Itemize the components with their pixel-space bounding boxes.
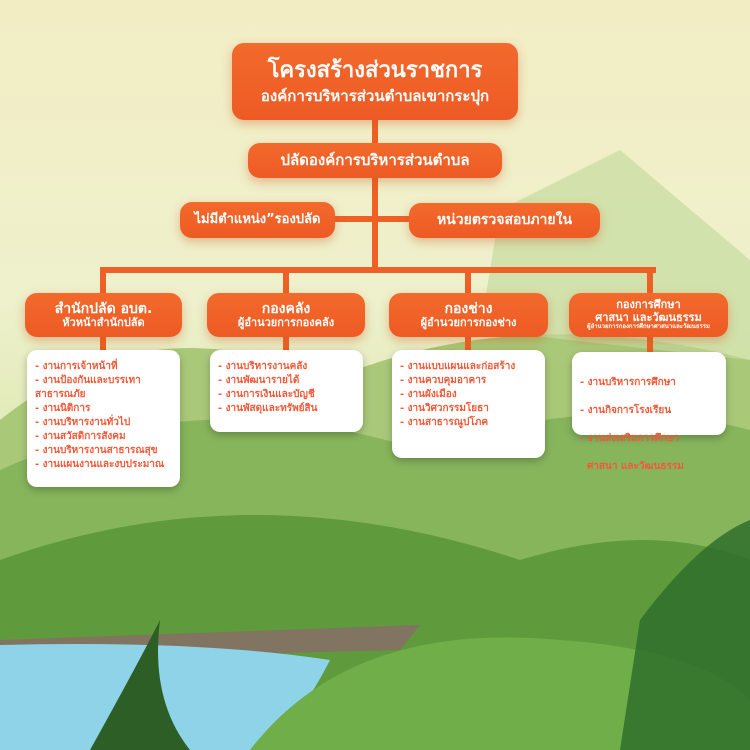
task-item: สาธารณภัย xyxy=(35,389,86,400)
title-line2: องค์การบริหารส่วนตำบลเขากระปุก xyxy=(260,86,490,105)
chief-label: ปลัดองค์การบริหารส่วนตำบล xyxy=(280,150,470,169)
deputy-label: ไม่มีตำแหน่ง”รองปลัด xyxy=(194,211,321,227)
task-item: - งานแบบแผนและก่อสร้าง xyxy=(400,361,516,372)
task-item: - งานบริหารงานสาธารณสุข xyxy=(35,445,158,456)
chief-box: ปลัดองค์การบริหารส่วนตำบล xyxy=(248,143,502,178)
task-item: - งานนิติการ xyxy=(35,403,91,414)
department-box: กองการศึกษา ศาสนา และวัฒนธรรม ผู้อำนวยกา… xyxy=(569,293,728,337)
task-item: - งานควบคุมอาคาร xyxy=(400,375,487,386)
task-item: - งานพัสดุและทรัพย์สิน xyxy=(218,403,318,414)
task-item: - งานบริหารงานทั่วไป xyxy=(35,417,131,428)
title-line1: โครงสร้างส่วนราชการ xyxy=(267,58,483,84)
task-item: - งานป้องกันและบรรเทา xyxy=(35,375,141,386)
task-item: - งานกิจการโรงเรียน xyxy=(580,405,672,416)
department-name-2: ศาสนา และวัฒนธรรม xyxy=(595,310,702,324)
department-name: กองคลัง xyxy=(261,300,311,317)
department-name: สำนักปลัด อบต. xyxy=(54,300,153,317)
task-item: ศาสนา และวัฒนธรรม xyxy=(580,461,684,472)
audit-box: หน่วยตรวจสอบภายใน xyxy=(409,203,600,238)
task-list: - งานการเจ้าหน้าที่ - งานป้องกันและบรรเท… xyxy=(27,350,180,487)
department-head: ผู้อำนวยการกองการศึกษาศาสนาและวัฒนธรรม xyxy=(587,323,710,331)
department-head: ผู้อำนวยการกองคลัง xyxy=(237,315,335,329)
task-item: - งานผังเมือง xyxy=(400,389,457,400)
department-head: ผู้อำนวยการกองช่าง xyxy=(420,315,517,329)
department-box: กองช่าง ผู้อำนวยการกองช่าง xyxy=(389,293,548,337)
task-item: - งานพัฒนารายได้ xyxy=(218,375,300,386)
task-item: - งานวิศวกรรมโยธา xyxy=(400,403,489,414)
department-box: กองคลัง ผู้อำนวยการกองคลัง xyxy=(207,293,365,337)
task-item: - งานสาธารณูปโภค xyxy=(400,417,489,428)
task-item: - งานการเงินและบัญชี xyxy=(218,389,315,400)
title-box: โครงสร้างส่วนราชการ องค์การบริหารส่วนตำบ… xyxy=(232,43,518,120)
department-name: กองการศึกษา xyxy=(616,297,681,311)
task-item: - งานการเจ้าหน้าที่ xyxy=(35,361,118,372)
task-item: - งานบริหารการศึกษา xyxy=(580,377,676,388)
task-item: - งานส่งเสริมการศึกษา xyxy=(580,433,680,444)
department-box: สำนักปลัด อบต. หัวหน้าสำนักปลัด xyxy=(25,293,182,337)
department-head: หัวหน้าสำนักปลัด xyxy=(62,315,145,329)
task-list: - งานแบบแผนและก่อสร้าง - งานควบคุมอาคาร … xyxy=(392,350,545,458)
task-item: - งานสวัสดิการสังคม xyxy=(35,431,126,442)
audit-label: หน่วยตรวจสอบภายใน xyxy=(436,212,573,229)
task-list: - งานบริหารการศึกษา - งานกิจการโรงเรียน … xyxy=(572,352,726,472)
department-name: กองช่าง xyxy=(444,300,493,317)
task-item: - งานบริหารงานคลัง xyxy=(218,361,308,372)
deputy-box: ไม่มีตำแหน่ง”รองปลัด xyxy=(180,202,335,238)
task-item: - งานแผนงานและงบประมาณ xyxy=(35,459,165,470)
task-list: - งานบริหารงานคลัง - งานพัฒนารายได้ - งา… xyxy=(210,350,363,432)
